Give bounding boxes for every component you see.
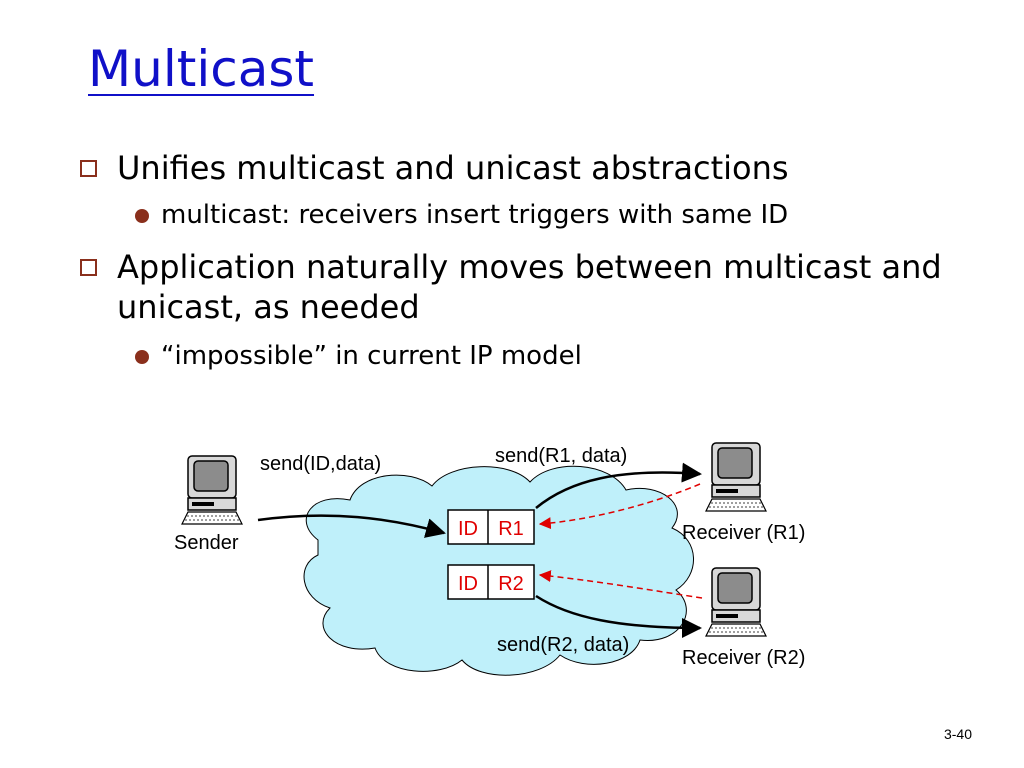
receiver-r1-computer-icon [705, 442, 767, 512]
bullet-application: Application naturally moves between mult… [80, 247, 980, 327]
trigger-r2-id: ID [458, 573, 478, 595]
label-sender: Sender [174, 532, 239, 554]
trigger-r2-addr: R2 [498, 573, 524, 595]
receiver-r2-computer-icon [705, 567, 767, 637]
trigger-r1-addr: R1 [498, 518, 524, 540]
label-send-r1: send(R1, data) [495, 445, 627, 467]
square-bullet-icon [80, 160, 97, 177]
bullet-text: Unifies multicast and unicast abstractio… [117, 149, 789, 187]
subbullet-text: “impossible” in current IP model [161, 341, 582, 371]
square-bullet-icon [80, 259, 97, 276]
label-receiver-r2: Receiver (R2) [682, 647, 805, 669]
subbullet-text: multicast: receivers insert triggers wit… [161, 200, 789, 230]
bullet-unifies: Unifies multicast and unicast abstractio… [80, 148, 960, 188]
arrow-insert-trigger-r1 [538, 483, 701, 530]
label-receiver-r1: Receiver (R1) [682, 522, 805, 544]
sender-computer-icon [181, 455, 243, 525]
trigger-r2: ID R2 [447, 564, 535, 600]
round-bullet-icon [135, 350, 149, 364]
subbullet-multicast: multicast: receivers insert triggers wit… [135, 199, 995, 231]
slide-title: Multicast [88, 40, 315, 98]
round-bullet-icon [135, 209, 149, 223]
label-send-r2: send(R2, data) [497, 634, 629, 656]
label-send-id: send(ID,data) [260, 453, 381, 475]
arrow-send-r2 [535, 594, 702, 638]
page-number: 3-40 [943, 726, 972, 742]
arrow-insert-trigger-r2 [538, 570, 703, 599]
trigger-r1-id: ID [458, 518, 478, 540]
arrow-send-r1 [535, 462, 702, 509]
bullet-text: Application naturally moves between mult… [117, 248, 942, 326]
trigger-r1: ID R1 [447, 509, 535, 545]
arrow-send-id [257, 514, 446, 538]
subbullet-impossible: “impossible” in current IP model [135, 340, 995, 372]
